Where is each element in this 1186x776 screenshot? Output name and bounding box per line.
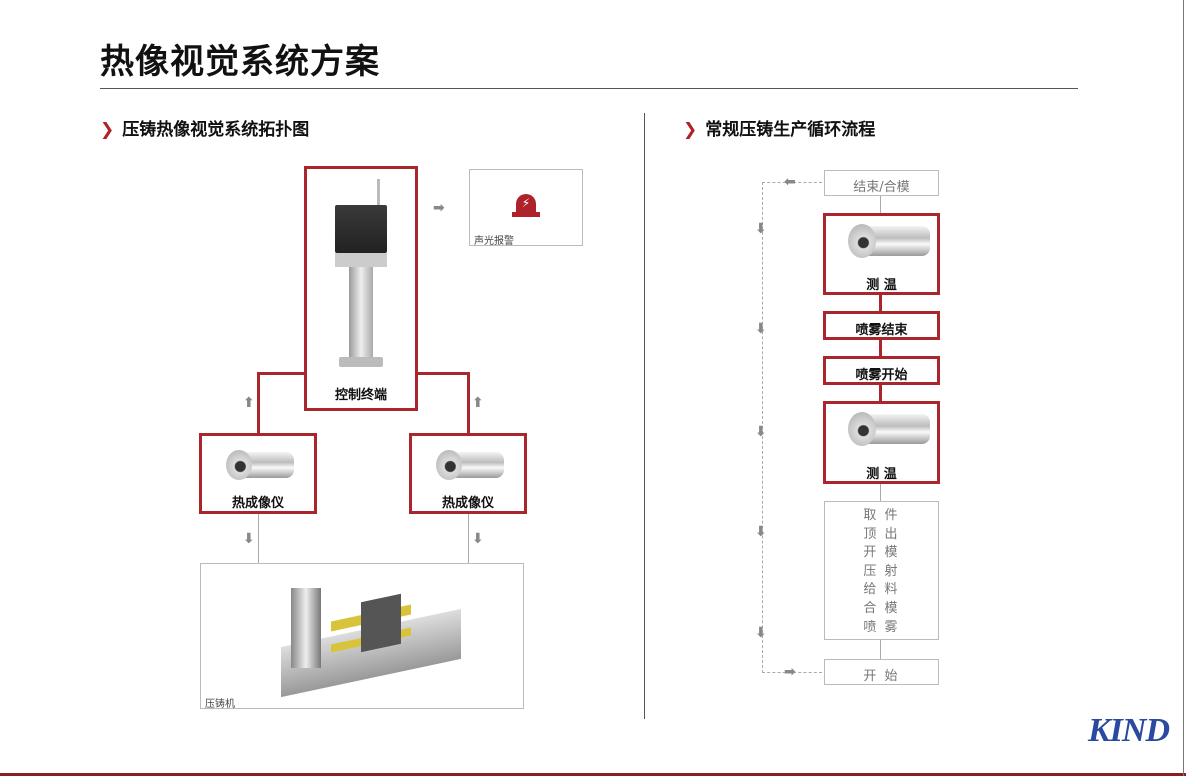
thermal-camera-left: 热成像仪 — [199, 433, 317, 514]
cycle-item: 取 件 — [863, 508, 900, 523]
section-heading-cycle: ❯ 常规压铸生产循环流程 — [683, 115, 875, 140]
loop-line — [762, 182, 822, 183]
thermal-camera-icon — [848, 222, 934, 262]
die-casting-machine-image — [271, 578, 471, 698]
chevron-right-icon: ❯ — [100, 120, 115, 140]
terminal-label: 控制终端 — [334, 388, 387, 403]
machine-label: 压铸机 — [205, 699, 235, 710]
connector — [879, 295, 882, 312]
divider — [100, 88, 1078, 89]
arrow-down-icon: ⬇ — [472, 531, 484, 547]
connector — [467, 372, 470, 434]
heading-text: 常规压铸生产循环流程 — [705, 120, 876, 140]
chevron-right-icon: ❯ — [683, 120, 698, 140]
flow-step-cycle: 取 件 顶 出 开 模 压 射 给 料 合 模 喷 雾 — [824, 501, 939, 640]
heading-text: 压铸热像视觉系统拓扑图 — [122, 120, 310, 140]
divider — [644, 113, 645, 719]
step-label: 喷雾开始 — [855, 368, 908, 383]
connector — [879, 340, 882, 357]
cycle-item: 喷 雾 — [863, 619, 900, 635]
step-label: 开 始 — [863, 669, 900, 684]
cycle-item: 合 模 — [863, 600, 900, 616]
step-label: 喷雾结束 — [855, 323, 908, 338]
control-terminal: 控制终端 — [304, 166, 418, 411]
page-title: 热像视觉系统方案 — [100, 42, 380, 82]
flow-step-measure-2: 测 温 — [823, 401, 940, 484]
arrow-right-icon: ➡ — [433, 200, 445, 216]
camera-label: 热成像仪 — [231, 496, 284, 511]
arrow-down-icon: ⬇ — [755, 221, 767, 237]
edge-line — [1183, 0, 1184, 776]
camera-label: 热成像仪 — [441, 496, 494, 511]
flow-step-start: 开 始 — [824, 659, 939, 685]
arrow-down-icon: ⬇ — [243, 531, 255, 547]
connector — [418, 372, 470, 375]
flow-step-measure-1: 测 温 — [823, 213, 940, 295]
footer-bar — [0, 773, 1186, 776]
arrow-up-icon: ⬆ — [243, 395, 255, 411]
step-label: 结束/合模 — [853, 180, 910, 195]
die-casting-machine-box: 压铸机 — [200, 563, 524, 710]
alarm-box: ⚡ 声光报警 — [469, 169, 583, 247]
thermal-camera-icon — [848, 410, 934, 450]
connector — [880, 640, 881, 660]
loop-line — [762, 182, 763, 673]
flow-step-end-close: 结束/合模 — [824, 170, 939, 196]
section-heading-topology: ❯ 压铸热像视觉系统拓扑图 — [100, 115, 309, 140]
cycle-item: 压 射 — [863, 563, 900, 579]
step-label: 测 温 — [866, 467, 897, 482]
connector — [258, 514, 259, 564]
flow-step-spray-end: 喷雾结束 — [823, 311, 940, 340]
cycle-item: 给 料 — [863, 582, 900, 598]
connector — [880, 196, 881, 214]
cycle-item: 开 模 — [863, 545, 900, 561]
flow-step-spray-start: 喷雾开始 — [823, 356, 940, 385]
connector — [468, 514, 469, 564]
thermal-camera-icon — [436, 448, 506, 482]
loop-line — [762, 672, 822, 673]
connector — [879, 385, 882, 402]
arrow-down-icon: ⬇ — [755, 424, 767, 440]
kind-logo: KIND — [1088, 712, 1170, 749]
cycle-item: 顶 出 — [863, 526, 900, 542]
arrow-left-icon: ⬅ — [784, 174, 796, 190]
terminal-image — [335, 179, 389, 369]
arrow-up-icon: ⬆ — [472, 395, 484, 411]
alarm-label: 声光报警 — [474, 236, 514, 247]
arrow-down-icon: ⬇ — [755, 625, 767, 641]
alarm-light-icon: ⚡ — [512, 186, 540, 217]
arrow-down-icon: ⬇ — [755, 321, 767, 337]
step-label: 测 温 — [866, 278, 897, 293]
thermal-camera-right: 热成像仪 — [409, 433, 527, 514]
connector — [257, 372, 305, 375]
thermal-camera-icon — [226, 448, 296, 482]
connector — [257, 372, 260, 434]
arrow-right-icon: ➡ — [784, 664, 796, 680]
connector — [880, 484, 881, 502]
arrow-down-icon: ⬇ — [755, 524, 767, 540]
